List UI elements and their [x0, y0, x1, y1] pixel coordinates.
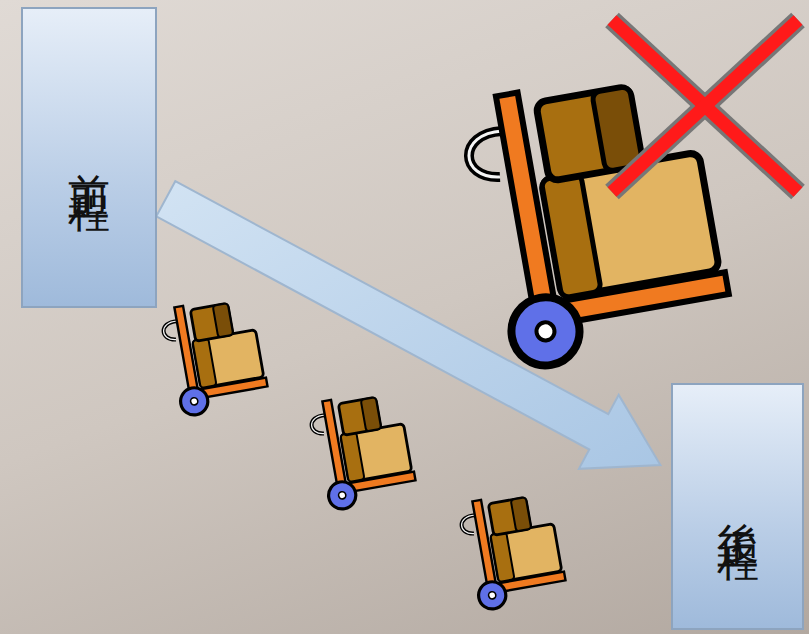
node-label: 後工程: [717, 489, 759, 525]
process-box: 前工程: [21, 7, 157, 308]
cart-icon: [458, 488, 568, 612]
process-box: 後工程: [671, 383, 804, 630]
cart-icon: [160, 294, 270, 418]
cross-mark: [612, 20, 798, 192]
node-label: 前工程: [68, 140, 110, 176]
cart-icon: [308, 388, 418, 512]
